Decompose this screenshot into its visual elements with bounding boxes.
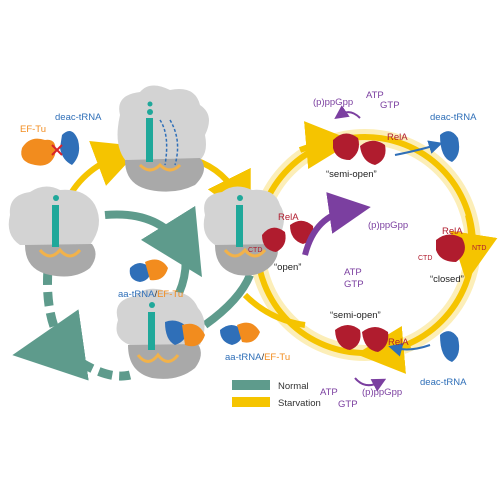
slash-label-2: /: [261, 352, 264, 363]
ppgpp-bottom-label: (p)ppGpp: [362, 387, 402, 398]
deac-trna-top-molecule: [440, 131, 460, 162]
legend-normal-swatch: [232, 380, 270, 390]
legend-starvation-swatch: [232, 397, 270, 407]
slash-label-1: /: [154, 289, 157, 300]
deac-trna-left-molecule: [60, 131, 80, 165]
trna-flow-arrows: [388, 140, 443, 357]
gtp-center-label: GTP: [344, 279, 364, 290]
semi-open-top-label: “semi-open”: [326, 169, 377, 180]
svg-text:aa-tRNA/EF-Tu: aa-tRNA/EF-Tu: [225, 352, 290, 363]
aa-trna-ef-tu-complex-1: [129, 259, 168, 282]
red-cross-icon: [51, 144, 63, 156]
rela-bottom-label: RelA: [388, 337, 409, 348]
rela-top-label: RelA: [387, 132, 408, 143]
rela-bottom-semi-open: [335, 325, 389, 352]
aa-trna-ef-tu-label-1: aa-tRNA/EF-Tu: [118, 289, 183, 300]
rela-top-semi-open: [333, 133, 386, 165]
ef-tu-label-1: EF-Tu: [157, 289, 183, 300]
normal-cycle: [12, 205, 254, 381]
ntd-center-label: NTD: [294, 230, 308, 237]
gtp-bottom-label: GTP: [338, 399, 358, 410]
ribosome-bottom: [116, 288, 205, 379]
open-label: “open”: [274, 262, 301, 273]
legend-normal-label: Normal: [278, 381, 309, 392]
ribosome-top: [117, 85, 209, 192]
rela-center-label: RelA: [278, 212, 299, 223]
svg-text:aa-tRNA/EF-Tu: aa-tRNA/EF-Tu: [118, 289, 183, 300]
ppgpp-arrows: [302, 105, 387, 392]
legend: Normal Starvation: [232, 380, 321, 409]
ctd-right-label: CTD: [418, 255, 432, 262]
deac-trna-bottom-label: deac-tRNA: [420, 377, 467, 388]
atp-center-label: ATP: [344, 267, 362, 278]
ctd-center-label: CTD: [248, 247, 262, 254]
deac-trna-top-label: deac-tRNA: [430, 112, 477, 123]
aa-trna-label-1: aa-tRNA: [118, 289, 155, 300]
atp-top-label: ATP: [366, 90, 384, 101]
ppgpp-center-label: (p)ppGpp: [368, 220, 408, 231]
ef-tu-left-molecule: [21, 138, 56, 166]
ntd-right-label: NTD: [472, 245, 486, 252]
legend-starvation-label: Starvation: [278, 398, 321, 409]
closed-label: “closed”: [430, 274, 464, 285]
ef-tu-label-2: EF-Tu: [264, 352, 290, 363]
deac-trna-left-label: deac-tRNA: [55, 112, 102, 123]
rela-center-open: [262, 220, 314, 252]
aa-trna-ef-tu-complex-2: [220, 322, 260, 345]
aa-trna-label-2: aa-tRNA: [225, 352, 262, 363]
deac-trna-bottom-molecule: [440, 331, 460, 362]
aa-trna-ef-tu-label-2: aa-tRNA/EF-Tu: [225, 352, 290, 363]
atp-bottom-label: ATP: [320, 387, 338, 398]
ef-tu-label: EF-Tu: [20, 124, 46, 135]
rela-right-label: RelA: [442, 226, 463, 237]
ribosome-left: [8, 186, 99, 277]
ppgpp-top-label: (p)ppGpp: [313, 97, 353, 108]
ribosome-center: [203, 186, 284, 276]
gtp-top-label: GTP: [380, 100, 400, 111]
rela-right-closed: [436, 234, 465, 262]
semi-open-bottom-label: “semi-open”: [330, 310, 381, 321]
